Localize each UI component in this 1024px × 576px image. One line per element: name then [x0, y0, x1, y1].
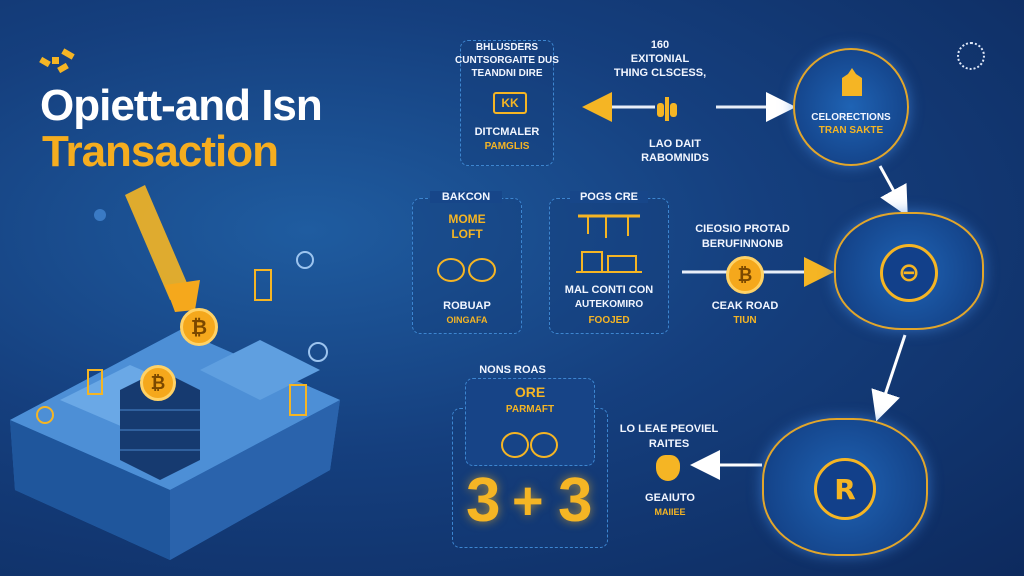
gear-icon[interactable] [957, 42, 985, 70]
box-mid-header: Pogs cre [570, 191, 648, 204]
arrow-to-cloud-mid [878, 165, 908, 217]
equation-right: 3 [558, 466, 593, 535]
middle-center-label: Ceak road [711, 300, 779, 312]
middle-center-line: Cieosio protad [695, 223, 790, 235]
title-line1: Opiett-and Isn [40, 81, 323, 130]
box-left-sublabel: Oingafa [446, 315, 488, 325]
top-center-sublabel: Rabomnids [641, 152, 709, 164]
money-bags-icon [500, 425, 560, 459]
illustration-coin: ₿ [140, 365, 176, 401]
mask-icon [656, 455, 680, 481]
title-line2: Transaction [42, 127, 279, 176]
building-icon [840, 68, 864, 96]
circle-top-label: Celorections [811, 112, 891, 123]
bottom-center-label: Geaiuto [645, 492, 695, 504]
box-left-yellow: Mome [448, 212, 486, 226]
bottom-center-sublabel: Maiiee [654, 507, 686, 517]
top-box [460, 40, 554, 166]
bitcoin-icon: ₿ [726, 256, 764, 294]
top-box-label: Ditcmaler [474, 126, 540, 138]
top-box-line: Cuntsorgaite dus [455, 55, 559, 66]
people-icon [656, 95, 678, 123]
top-center-label: Lao Dait [649, 138, 701, 150]
logo-icon [38, 45, 76, 75]
kk-icon: KK [493, 92, 527, 114]
equation-plus: + [512, 471, 544, 531]
cloud-mid-coin: ⊖ [880, 244, 938, 302]
bottom-box-inner [465, 378, 595, 466]
bottom-center-line: Raites [648, 438, 690, 450]
top-box-line: Teandni dire [471, 68, 543, 79]
equation-left: 3 [466, 466, 501, 535]
box-left-label: Robuap [443, 300, 491, 312]
box-mid-sublabel: Foojed [588, 315, 630, 326]
circle-top-sublabel: Tran sakte [818, 125, 884, 136]
bottom-box-yellow: Ore [514, 384, 546, 400]
bottom-center-line: Lo leae peoviel [619, 423, 719, 435]
box-left-header: Bakcon [430, 191, 502, 204]
pots-icon [436, 253, 498, 283]
middle-center-sublabel: Tiun [733, 315, 757, 326]
top-box-sublabel: Pamglis [484, 141, 530, 152]
box-left-yellow: Loft [451, 227, 483, 241]
box-mid-line: Mal Conti con [564, 284, 654, 296]
top-center-line: Thing clscess, [613, 67, 707, 79]
arrow-to-cloud-bottom [871, 334, 907, 422]
isometric-blocks-illustration [10, 185, 340, 560]
building-interior-icon [576, 212, 642, 274]
cloud-bottom-coin: R [814, 458, 876, 520]
illustration-coin: ₿ [180, 308, 218, 346]
circle-top [793, 48, 909, 166]
top-center-line: Exitonial [630, 53, 690, 65]
box-mid-line: Autekomiro [574, 299, 644, 310]
top-box-line: Bhlusders [475, 42, 539, 53]
bottom-box-sublabel: Parmaft [505, 404, 555, 415]
bottom-box-header: Nons roas [479, 364, 546, 376]
middle-center-line: Berufinnonb [701, 238, 784, 250]
top-center-number: 160 [650, 39, 670, 51]
